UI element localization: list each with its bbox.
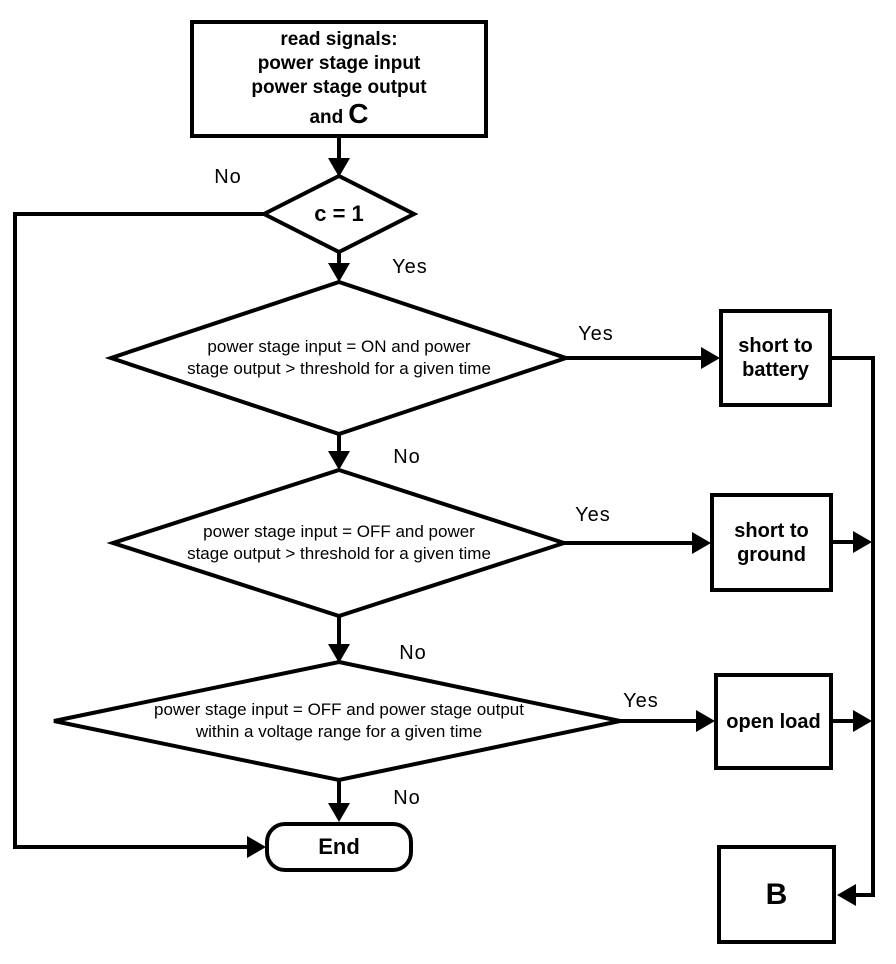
start-box-line1: read signals: — [280, 29, 398, 50]
decision-open-load-label: power stage input = OFF and power stage … — [154, 700, 524, 741]
start-box: read signals: power stage input power st… — [190, 20, 488, 138]
open-load-label: open load — [726, 710, 821, 733]
end-node: End — [265, 822, 413, 872]
arrowhead-open-rail — [853, 710, 872, 732]
arrowhead-into-openload — [696, 710, 715, 732]
end-label: End — [318, 834, 360, 859]
short-to-ground-label: short to ground — [734, 519, 809, 566]
arrowhead-into-d2 — [328, 263, 350, 282]
edge-label-yes-open: Yes — [623, 690, 659, 712]
edge-label-no-open: No — [393, 787, 421, 809]
edge-label-yes-battery: Yes — [578, 323, 614, 345]
start-box-and-text: and — [309, 107, 344, 128]
edge-label-yes-ground: Yes — [575, 504, 611, 526]
arrowhead-into-end-left — [247, 836, 266, 858]
decision-open-load-diamond — [53, 659, 621, 783]
decision-short-battery-diamond — [104, 279, 573, 437]
edge-c-no-return — [13, 212, 264, 849]
edge-label-yes-c: Yes — [392, 256, 428, 278]
arrowhead-ground-rail — [853, 531, 872, 553]
arrowhead-into-b — [837, 884, 856, 906]
start-box-line3: power stage output — [251, 77, 427, 98]
short-to-battery-box: short to battery — [719, 309, 832, 407]
edge-label-no-battery: No — [393, 446, 421, 468]
arrowhead-into-d3 — [328, 451, 350, 470]
arrowhead-into-d4 — [328, 644, 350, 663]
decision-short-ground-label: power stage input = OFF and power stage … — [187, 522, 491, 563]
arrowhead-into-battery — [701, 347, 720, 369]
arrowhead-into-end-top — [328, 803, 350, 822]
short-to-battery-label: short to battery — [738, 335, 813, 381]
arrowhead-into-ground — [692, 532, 711, 554]
start-box-line2: power stage input — [257, 53, 421, 74]
b-connector-label: B — [765, 877, 788, 911]
arrowhead-into-c — [328, 158, 350, 177]
edge-rail-to-b — [830, 356, 875, 897]
b-connector-box: B — [717, 845, 836, 944]
decision-short-battery-label: power stage input = ON and power stage o… — [187, 337, 491, 378]
short-to-ground-box: short to ground — [710, 493, 833, 592]
edge-label-no-c: No — [214, 166, 242, 188]
edge-label-no-ground: No — [399, 642, 427, 664]
start-box-c-variable: C — [348, 98, 369, 129]
decision-c-diamond — [259, 173, 419, 255]
start-box-line4: and C — [309, 100, 368, 130]
decision-c-label: c = 1 — [314, 201, 364, 226]
open-load-box: open load — [714, 673, 833, 770]
decision-short-ground-diamond — [106, 467, 571, 619]
